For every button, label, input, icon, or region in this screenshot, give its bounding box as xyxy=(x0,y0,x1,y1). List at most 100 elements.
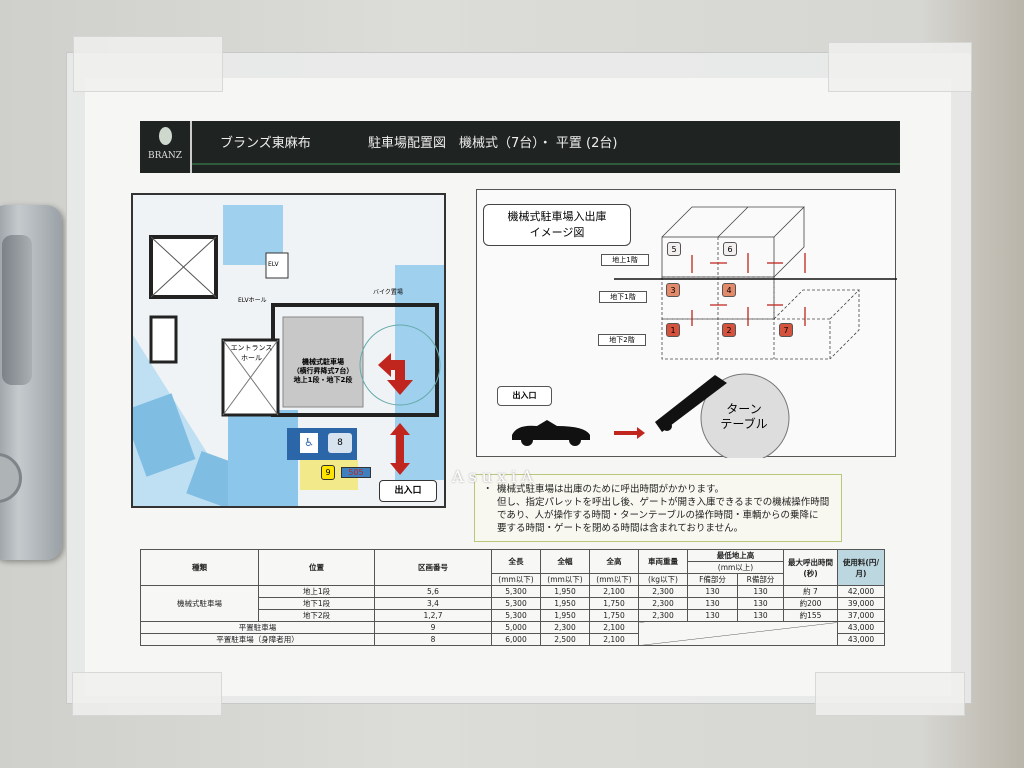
cell: 130 xyxy=(687,609,738,622)
cell: 地上1段 xyxy=(258,585,375,598)
cell: 1,750 xyxy=(589,597,639,610)
cell: 130 xyxy=(737,609,784,622)
cell: 1,950 xyxy=(540,597,590,610)
cell: 9 xyxy=(374,621,492,634)
unit-mm: (mm以下) xyxy=(491,573,541,586)
note-line: 但し、指定パレットを呼出し後、ゲートが開き入庫できるまでの機械操作時間 xyxy=(497,497,830,508)
cell: 約200 xyxy=(783,597,838,610)
unit-mm: (mm以下) xyxy=(589,573,639,586)
cell: 2,300 xyxy=(638,585,688,598)
pallet-7: 7 xyxy=(779,323,793,337)
mech-label-line: （横行昇降式7台） xyxy=(292,367,354,375)
parking-image-diagram: 機械式駐車場入出庫 イメージ図 地上1階 地下1階 地下2階 5 6 3 4 1… xyxy=(476,189,897,458)
parking-spec-table: 種類 位置 区画番号 全長 全幅 全高 車両重量 最低地上高 最大呼出時間(秒)… xyxy=(140,549,885,646)
cell: 2,100 xyxy=(589,585,639,598)
cell-fee: 37,000 xyxy=(837,609,885,622)
pallet-4: 4 xyxy=(722,283,736,297)
cell: 1,2,7 xyxy=(374,609,492,622)
header-front: F備部分 xyxy=(687,573,738,586)
lock-icon xyxy=(0,453,22,503)
cell: 2,100 xyxy=(589,633,639,646)
table-header-row: 種類 位置 区画番号 全長 全幅 全高 車両重量 最低地上高 最大呼出時間(秒)… xyxy=(140,549,885,586)
building-name: ブランズ東麻布 xyxy=(220,136,311,151)
handle-grip xyxy=(2,235,32,385)
wheelchair-icon: ♿ xyxy=(304,436,314,449)
space-505: 505 xyxy=(341,467,371,478)
header-clearance-unit: (mm以上) xyxy=(687,561,784,574)
cell-fee: 42,000 xyxy=(837,585,885,598)
mechanical-parking-label: 機械式駐車場 （横行昇降式7台） 地上1段・地下2段 xyxy=(283,358,363,385)
table-header-row: (mm以下) (mm以下) (mm以下) (kg以下) F備部分 R備部分 xyxy=(141,573,885,586)
pallet-5: 5 xyxy=(667,242,681,256)
exit-label: 出入口 xyxy=(497,386,552,406)
diagram-title-line: 機械式駐車場入出庫 xyxy=(507,210,607,223)
cell-type: 平置駐車場（身障者用） xyxy=(140,633,375,646)
cell: 130 xyxy=(687,585,738,598)
cell: 3,4 xyxy=(374,597,492,610)
turntable-line: テーブル xyxy=(720,417,768,431)
cell-type: 機械式駐車場 xyxy=(140,585,259,622)
mech-label-line: 機械式駐車場 xyxy=(302,358,344,366)
page-title: 駐車場配置図 機械式（7台）・ 平置 (2台) xyxy=(368,136,618,151)
cell: 2,300 xyxy=(638,609,688,622)
mech-label-line: 地上1段・地下2段 xyxy=(293,376,353,384)
call-time-note: ・ 機械式駐車場は出庫のために呼出時間がかかります。 但し、指定パレットを呼出し… xyxy=(474,474,842,542)
level-label: 地下1階 xyxy=(599,291,647,303)
cell: 2,500 xyxy=(540,633,590,646)
space-8: 8 xyxy=(328,433,352,453)
header-position: 位置 xyxy=(258,549,375,586)
exit-label: 出入口 xyxy=(379,480,437,502)
elv-hall-label: ELVホール xyxy=(238,297,267,304)
cell: 1,950 xyxy=(540,609,590,622)
diagram-title: 機械式駐車場入出庫 イメージ図 xyxy=(483,204,631,246)
watermark: AsuxiA xyxy=(452,467,538,486)
note-line: 要する時間・ゲートを閉める時間は含まれておりません。 xyxy=(497,523,744,534)
diagram-title-line: イメージ図 xyxy=(529,226,585,239)
logo-text: BRANZ xyxy=(147,151,183,161)
level-label: 地下2階 xyxy=(598,334,646,346)
cell: 1,950 xyxy=(540,585,590,598)
cell-fee: 43,000 xyxy=(837,633,885,646)
parking-structure-drawing xyxy=(512,206,897,458)
cell: 2,100 xyxy=(589,621,639,634)
cell: 5,000 xyxy=(491,621,541,634)
unit-kg: (kg以下) xyxy=(638,573,688,586)
header-width: 全幅 xyxy=(540,549,590,574)
note-line: 機械式駐車場は出庫のために呼出時間がかかります。 xyxy=(497,484,725,495)
cell: 地下1段 xyxy=(258,597,375,610)
branz-logo: BRANZ xyxy=(140,121,192,173)
cell: 地下2段 xyxy=(258,609,375,622)
cell: 130 xyxy=(687,597,738,610)
note-line: であり、人が操作する時間・ターンテーブルの操作時間・車輌からの乗降に xyxy=(497,510,819,521)
tape-top-left xyxy=(73,36,223,92)
cell-fee: 43,000 xyxy=(837,621,885,634)
cell-fee: 39,000 xyxy=(837,597,885,610)
pallet-6: 6 xyxy=(723,242,737,256)
cell: 5,300 xyxy=(491,585,541,598)
tape-bottom-left xyxy=(72,672,222,716)
header-length: 全長 xyxy=(491,549,541,574)
unit-mm: (mm以下) xyxy=(540,573,590,586)
empty-cell xyxy=(638,621,838,646)
tape-bottom-right xyxy=(815,672,965,716)
leaf-icon xyxy=(159,127,172,145)
header-type: 種類 xyxy=(140,549,259,586)
header-height: 全高 xyxy=(589,549,639,574)
cell: 5,300 xyxy=(491,597,541,610)
cell: 5,6 xyxy=(374,585,492,598)
cell: 5,300 xyxy=(491,609,541,622)
space-9: 9 xyxy=(321,465,335,480)
header-weight: 車両重量 xyxy=(638,549,688,574)
cell: 8 xyxy=(374,633,492,646)
bike-parking-label: バイク置場 xyxy=(373,289,403,296)
banner-divider xyxy=(192,163,900,165)
cell: 130 xyxy=(737,597,784,610)
cell: 約155 xyxy=(783,609,838,622)
header-clearance: 最低地上高 xyxy=(687,549,784,562)
pallet-1: 1 xyxy=(666,323,680,337)
turntable-line: ターン xyxy=(726,402,762,416)
floor-plan: 機械式駐車場 （横行昇降式7台） 地上1段・地下2段 エントランスホール ELV… xyxy=(131,193,446,508)
elv-label: ELV xyxy=(268,261,279,268)
bullet: ・ xyxy=(483,484,493,495)
